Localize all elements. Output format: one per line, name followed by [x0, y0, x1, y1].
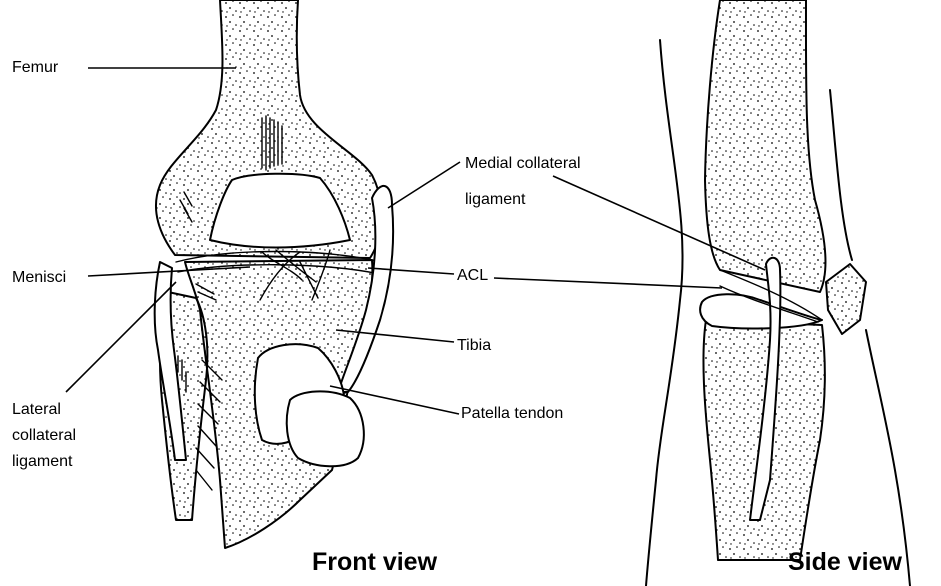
label-lateral-collateral-ligament: Lateral collateral ligament: [12, 397, 76, 475]
label-medial-line-1: Medial collateral: [465, 146, 581, 182]
label-lateral-line-2: collateral: [12, 423, 76, 449]
label-medial-collateral-ligament: Medial collateral ligament: [465, 146, 581, 218]
label-tibia: Tibia: [457, 337, 491, 355]
label-lateral-line-3: ligament: [12, 449, 76, 475]
label-patella-tendon: Patella tendon: [461, 405, 563, 423]
label-lateral-line-1: Lateral: [12, 397, 76, 423]
caption-side-view: Side view: [788, 548, 902, 577]
label-acl: ACL: [457, 267, 488, 285]
side-meniscus: [700, 294, 822, 328]
front-patella: [287, 391, 364, 466]
side-patella: [826, 264, 866, 334]
caption-front-view: Front view: [312, 548, 437, 577]
label-menisci: Menisci: [12, 269, 66, 287]
label-femur: Femur: [12, 59, 58, 77]
side-femur: [705, 0, 825, 292]
label-medial-line-2: ligament: [465, 182, 581, 218]
side-view-drawing: [646, 0, 910, 586]
front-view-drawing: [155, 0, 393, 548]
